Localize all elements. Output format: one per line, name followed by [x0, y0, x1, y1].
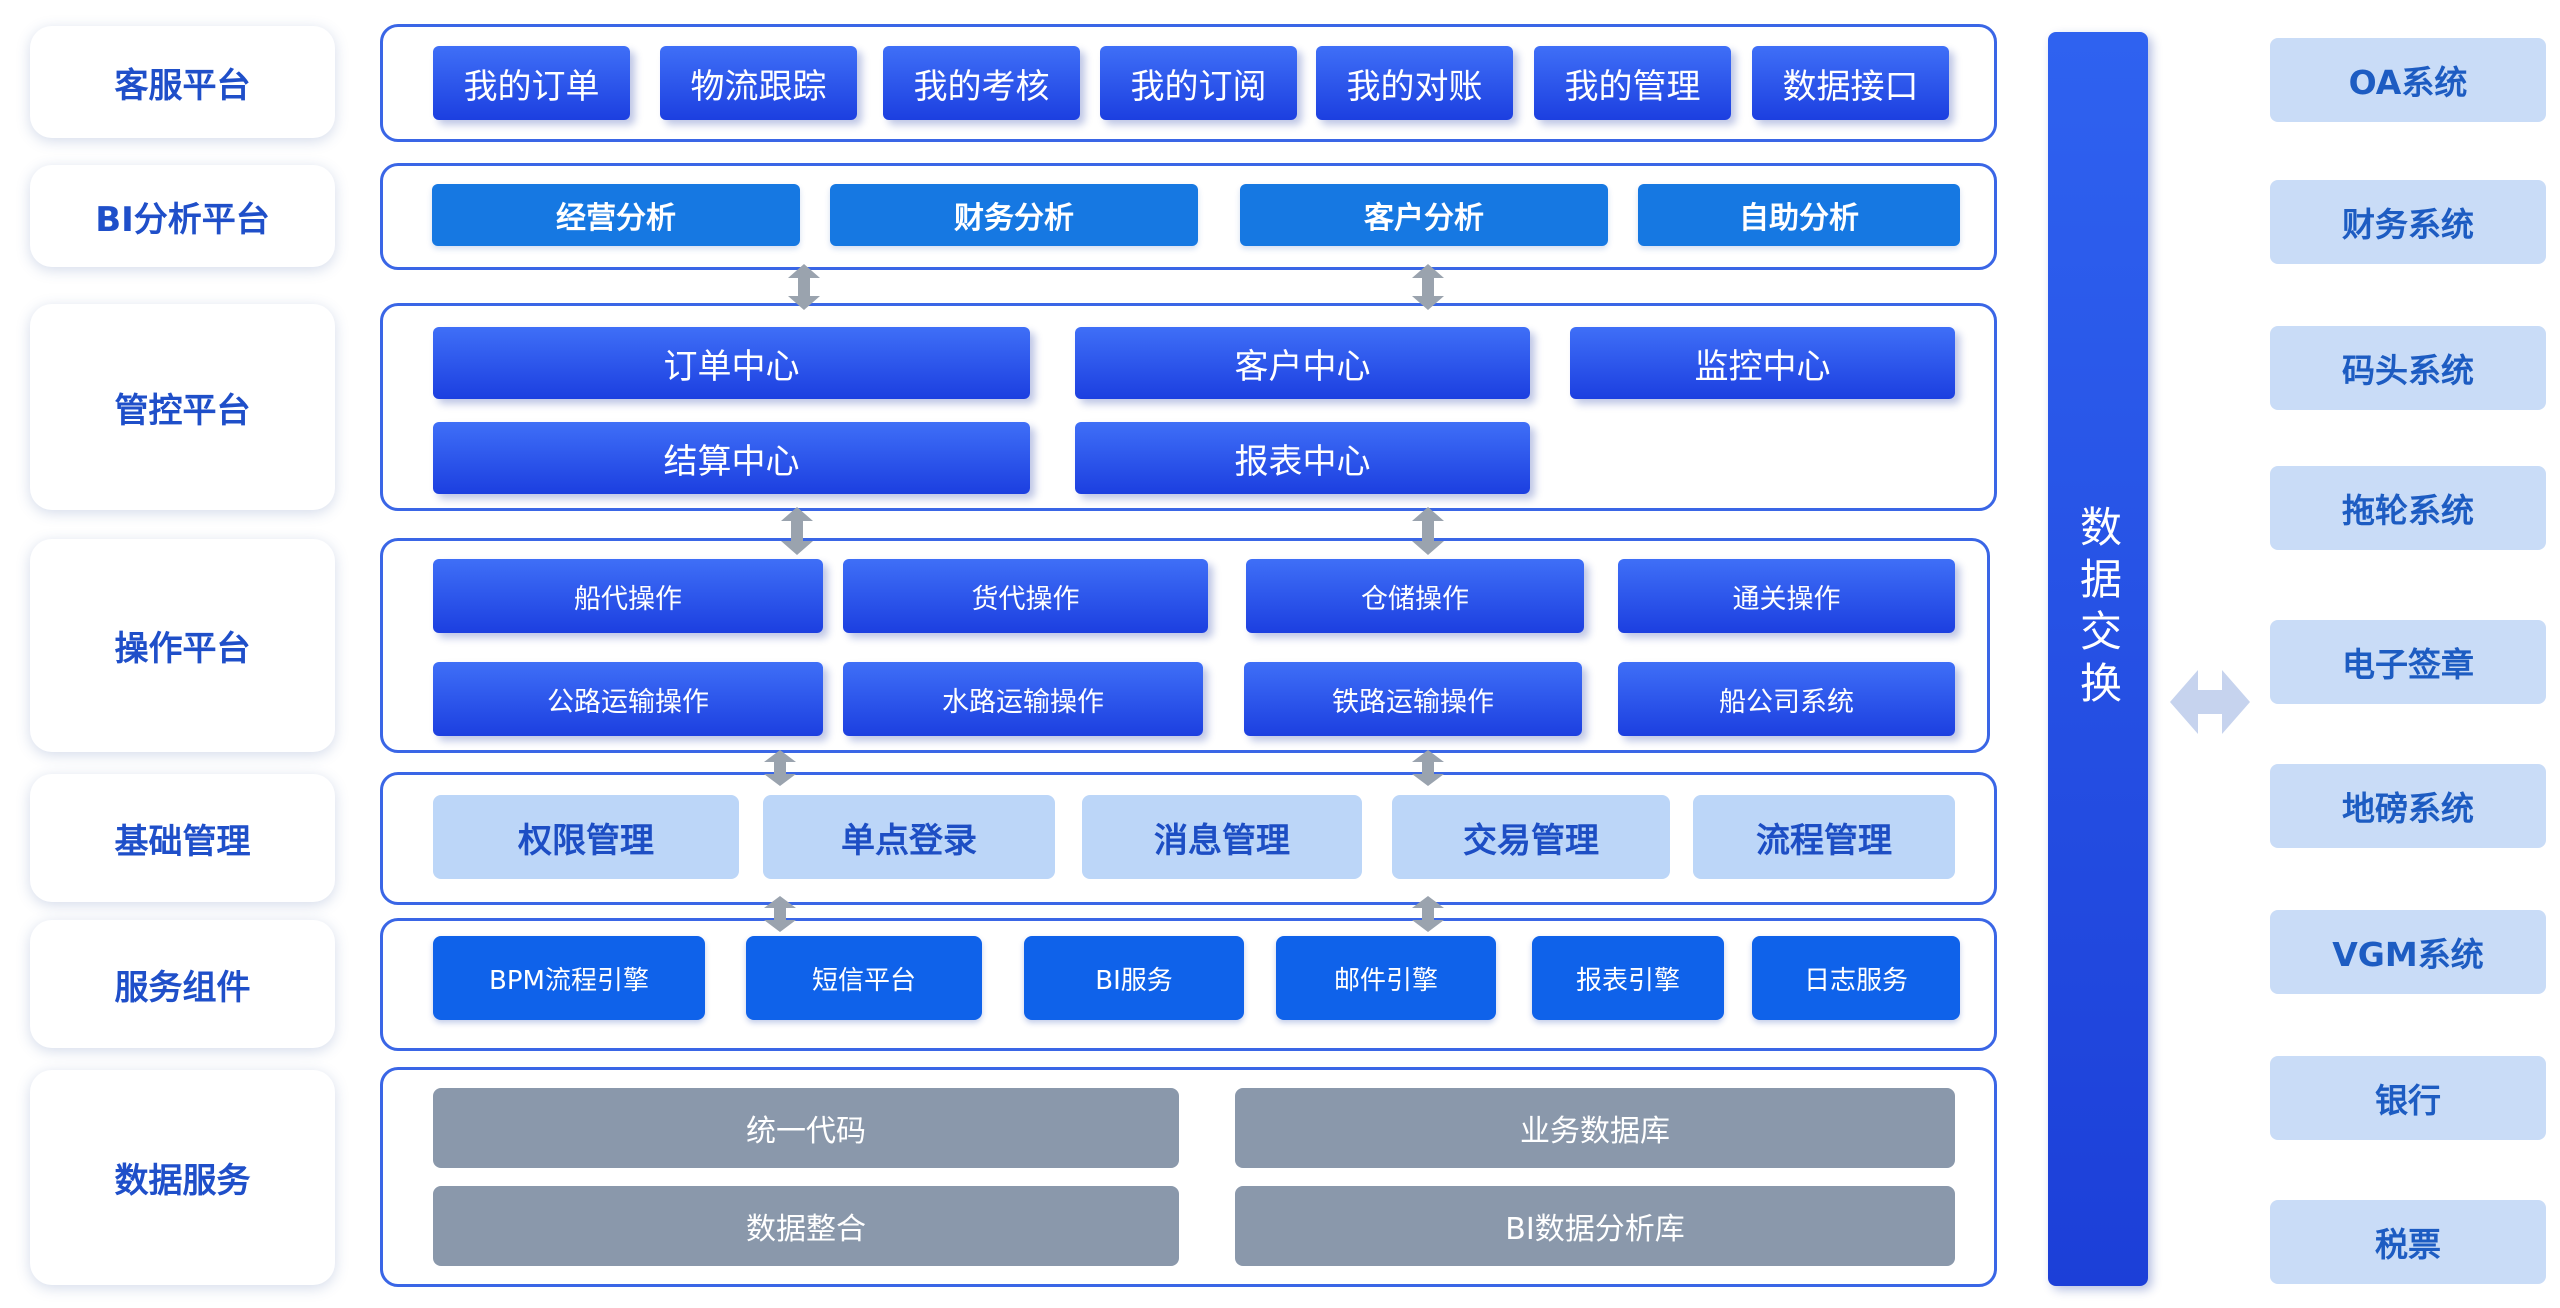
btn-finance-analysis[interactable]: 财务分析 [830, 184, 1198, 246]
btn-my-subscription[interactable]: 我的订阅 [1100, 46, 1297, 120]
btn-log-service[interactable]: 日志服务 [1752, 936, 1960, 1020]
btn-data-interface[interactable]: 数据接口 [1752, 46, 1949, 120]
btn-warehouse-operation[interactable]: 仓储操作 [1246, 559, 1584, 633]
layer-label-bi-platform: BI分析平台 [30, 165, 335, 267]
btn-road-transport-operation[interactable]: 公路运输操作 [433, 662, 823, 736]
layer-label-control-platform: 管控平台 [30, 304, 335, 510]
external-system-tax-invoice[interactable]: 税票 [2270, 1200, 2546, 1284]
btn-report-center[interactable]: 报表中心 [1075, 422, 1530, 494]
btn-settlement-center[interactable]: 结算中心 [433, 422, 1030, 494]
btn-data-integration[interactable]: 数据整合 [433, 1186, 1179, 1266]
btn-order-center[interactable]: 订单中心 [433, 327, 1030, 399]
btn-bi-analysis-database[interactable]: BI数据分析库 [1235, 1186, 1955, 1266]
external-system-vgm[interactable]: VGM系统 [2270, 910, 2546, 994]
btn-transaction-management[interactable]: 交易管理 [1392, 795, 1670, 879]
btn-self-service-analysis[interactable]: 自助分析 [1638, 184, 1960, 246]
btn-customer-analysis[interactable]: 客户分析 [1240, 184, 1608, 246]
layer-label-data-services: 数据服务 [30, 1070, 335, 1285]
data-exchange-bar: 数据交换 [2048, 32, 2148, 1286]
double-arrow-icon [781, 507, 813, 555]
btn-single-sign-on[interactable]: 单点登录 [763, 795, 1055, 879]
layer-label-service-components: 服务组件 [30, 920, 335, 1048]
double-arrow-icon [1412, 896, 1444, 932]
btn-my-management[interactable]: 我的管理 [1534, 46, 1731, 120]
btn-waterway-transport-operation[interactable]: 水路运输操作 [843, 662, 1203, 736]
btn-mail-engine[interactable]: 邮件引擎 [1276, 936, 1496, 1020]
btn-sms-platform[interactable]: 短信平台 [746, 936, 982, 1020]
external-system-finance[interactable]: 财务系统 [2270, 180, 2546, 264]
btn-my-orders[interactable]: 我的订单 [433, 46, 630, 120]
external-system-terminal[interactable]: 码头系统 [2270, 326, 2546, 410]
btn-my-assessment[interactable]: 我的考核 [883, 46, 1080, 120]
double-arrow-icon [1412, 264, 1444, 310]
btn-freight-forwarding-operation[interactable]: 货代操作 [843, 559, 1208, 633]
btn-business-database[interactable]: 业务数据库 [1235, 1088, 1955, 1168]
external-system-e-signature[interactable]: 电子签章 [2270, 620, 2546, 704]
double-arrow-icon [764, 750, 796, 786]
btn-permission-management[interactable]: 权限管理 [433, 795, 739, 879]
layer-label-operation-platform: 操作平台 [30, 539, 335, 752]
btn-bpm-engine[interactable]: BPM流程引擎 [433, 936, 705, 1020]
external-system-tugboat[interactable]: 拖轮系统 [2270, 466, 2546, 550]
horizontal-double-arrow-icon [2170, 670, 2250, 734]
btn-unified-code[interactable]: 统一代码 [433, 1088, 1179, 1168]
btn-railway-transport-operation[interactable]: 铁路运输操作 [1244, 662, 1582, 736]
double-arrow-icon [1412, 750, 1444, 786]
external-system-weighbridge[interactable]: 地磅系统 [2270, 764, 2546, 848]
btn-message-management[interactable]: 消息管理 [1082, 795, 1362, 879]
btn-bi-service[interactable]: BI服务 [1024, 936, 1244, 1020]
layer-label-base-management: 基础管理 [30, 774, 335, 902]
external-system-oa[interactable]: OA系统 [2270, 38, 2546, 122]
data-exchange-label: 数据交换 [2073, 505, 2123, 713]
layer-label-customer-service: 客服平台 [30, 26, 335, 138]
btn-logistics-tracking[interactable]: 物流跟踪 [660, 46, 857, 120]
btn-process-management[interactable]: 流程管理 [1693, 795, 1955, 879]
double-arrow-icon [788, 264, 820, 310]
double-arrow-icon [1412, 507, 1444, 555]
btn-business-analysis[interactable]: 经营分析 [432, 184, 800, 246]
btn-my-reconciliation[interactable]: 我的对账 [1316, 46, 1513, 120]
btn-report-engine[interactable]: 报表引擎 [1532, 936, 1724, 1020]
btn-ship-agency-operation[interactable]: 船代操作 [433, 559, 823, 633]
btn-customs-operation[interactable]: 通关操作 [1618, 559, 1955, 633]
btn-shipping-company-system[interactable]: 船公司系统 [1618, 662, 1955, 736]
btn-monitor-center[interactable]: 监控中心 [1570, 327, 1955, 399]
double-arrow-icon [764, 896, 796, 932]
btn-customer-center[interactable]: 客户中心 [1075, 327, 1530, 399]
external-system-bank[interactable]: 银行 [2270, 1056, 2546, 1140]
